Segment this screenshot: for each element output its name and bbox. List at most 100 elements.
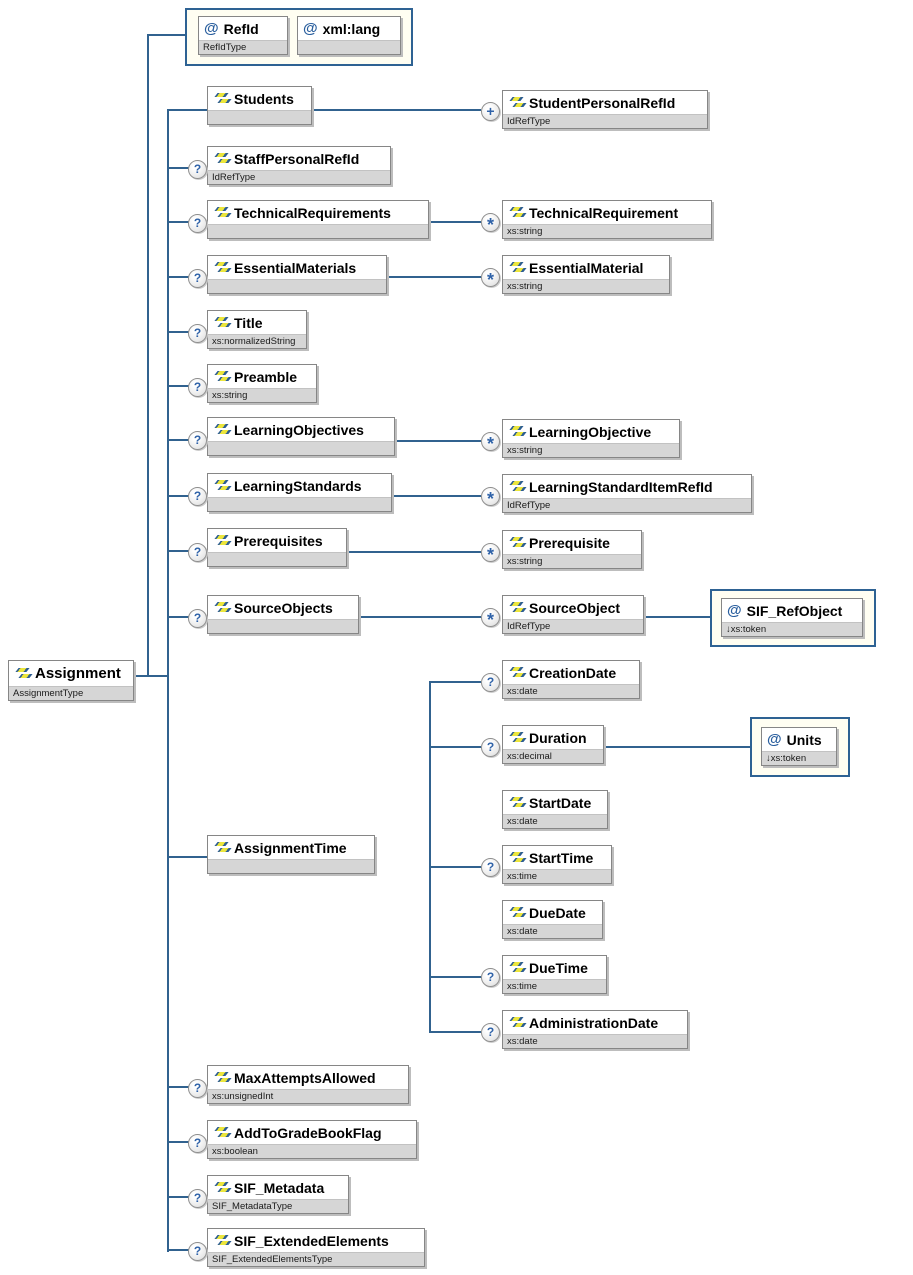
element-label: AssignmentTime xyxy=(234,839,347,856)
element-label: Prerequisites xyxy=(234,532,323,549)
element-box-assignment[interactable]: Assignment AssignmentType xyxy=(8,660,134,701)
one-or-more-icon: + xyxy=(481,102,500,121)
element-label: DueTime xyxy=(529,959,588,976)
element-box-starttime[interactable]: StartTime xs:time xyxy=(502,845,612,884)
element-type: SIF_MetadataType xyxy=(208,1199,348,1213)
repeating-icon: * xyxy=(481,268,500,290)
element-type: xs:string xyxy=(503,279,669,293)
element-box-preamble[interactable]: Preamble xs:string xyxy=(207,364,317,403)
connector-addtogradebookflag xyxy=(167,1141,189,1143)
element-box-learningstandards[interactable]: LearningStandards xyxy=(207,473,392,512)
attribute-type: ↓xs:token xyxy=(762,751,836,765)
element-box-duedate[interactable]: DueDate xs:date xyxy=(502,900,603,939)
element-type: IdRefType xyxy=(503,619,643,633)
connector-starttime xyxy=(429,866,481,868)
element-label: StudentPersonalRefId xyxy=(529,94,676,111)
element-box-duetime[interactable]: DueTime xs:time xyxy=(502,955,607,994)
element-icon xyxy=(508,731,527,744)
attribute-box-units[interactable]: @Units ↓xs:token xyxy=(761,727,837,766)
connector-duration xyxy=(429,746,481,748)
connector-trunk-attributes xyxy=(147,34,149,677)
element-icon xyxy=(508,666,527,679)
connector-title xyxy=(167,331,189,333)
connector-students xyxy=(167,109,207,111)
connector-administrationdate xyxy=(429,1031,481,1033)
element-box-learningobjectives[interactable]: LearningObjectives xyxy=(207,417,395,456)
element-type xyxy=(208,859,374,873)
element-box-prerequisite[interactable]: Prerequisite xs:string xyxy=(502,530,642,569)
optional-icon: ? xyxy=(188,378,207,397)
element-box-maxattemptsallowed[interactable]: MaxAttemptsAllowed xs:unsignedInt xyxy=(207,1065,409,1104)
element-icon xyxy=(213,1071,232,1084)
element-label: Students xyxy=(234,90,294,107)
connector-trunk-assignmenttime xyxy=(429,681,431,1033)
element-type: xs:date xyxy=(503,924,602,938)
optional-icon: ? xyxy=(188,1079,207,1098)
element-icon xyxy=(508,96,527,109)
element-type: xs:date xyxy=(503,1034,687,1048)
connector-essentialmaterials xyxy=(167,276,189,278)
element-type: IdRefType xyxy=(208,170,390,184)
connector-technicalrequirement xyxy=(427,221,481,223)
element-box-sifextendedelements[interactable]: SIF_ExtendedElements SIF_ExtendedElement… xyxy=(207,1228,425,1267)
attribute-box-refid[interactable]: @RefId RefIdType xyxy=(198,16,288,55)
optional-icon: ? xyxy=(481,858,500,877)
element-box-learningobjective[interactable]: LearningObjective xs:string xyxy=(502,419,680,458)
element-label: Title xyxy=(234,314,263,331)
optional-icon: ? xyxy=(188,160,207,179)
element-label: SIF_ExtendedElements xyxy=(234,1232,389,1249)
optional-icon: ? xyxy=(188,1242,207,1261)
element-label: Duration xyxy=(529,729,587,746)
element-box-sourceobject[interactable]: SourceObject IdRefType xyxy=(502,595,644,634)
element-type: xs:date xyxy=(503,684,639,698)
element-type: xs:date xyxy=(503,814,607,828)
element-icon xyxy=(213,1181,232,1194)
element-type: IdRefType xyxy=(503,114,707,128)
element-type xyxy=(208,619,358,633)
connector-trunk-children xyxy=(167,109,169,1252)
element-icon xyxy=(508,796,527,809)
element-box-title[interactable]: Title xs:normalizedString xyxy=(207,310,307,349)
attribute-label: Units xyxy=(786,731,822,748)
optional-icon: ? xyxy=(188,1189,207,1208)
element-box-studentpersonalrefid[interactable]: StudentPersonalRefId IdRefType xyxy=(502,90,708,129)
element-icon xyxy=(213,423,232,436)
repeating-icon: * xyxy=(481,213,500,235)
element-box-prerequisites[interactable]: Prerequisites xyxy=(207,528,347,567)
element-icon xyxy=(508,261,527,274)
element-box-addtogradebookflag[interactable]: AddToGradeBookFlag xs:boolean xyxy=(207,1120,417,1159)
repeating-icon: * xyxy=(481,487,500,509)
connector-creationdate xyxy=(429,681,481,683)
element-box-staffpersonalrefid[interactable]: StaffPersonalRefId IdRefType xyxy=(207,146,391,185)
attribute-box-sifrefobject[interactable]: @SIF_RefObject ↓xs:token xyxy=(721,598,863,637)
element-type: xs:string xyxy=(208,388,316,402)
attribute-label: SIF_RefObject xyxy=(746,602,843,619)
element-label: SourceObject xyxy=(529,599,621,616)
optional-icon: ? xyxy=(188,269,207,288)
element-box-technicalrequirement[interactable]: TechnicalRequirement xs:string xyxy=(502,200,712,239)
attribute-type: RefIdType xyxy=(199,40,287,54)
repeating-icon: * xyxy=(481,432,500,454)
element-icon xyxy=(213,479,232,492)
element-label: DueDate xyxy=(529,904,586,921)
element-box-assignmenttime[interactable]: AssignmentTime xyxy=(207,835,375,874)
element-box-sourceobjects[interactable]: SourceObjects xyxy=(207,595,359,634)
connector-learningobjectives xyxy=(167,439,189,441)
element-box-creationdate[interactable]: CreationDate xs:date xyxy=(502,660,640,699)
element-box-essentialmaterial[interactable]: EssentialMaterial xs:string xyxy=(502,255,670,294)
element-box-administrationdate[interactable]: AdministrationDate xs:date xyxy=(502,1010,688,1049)
attribute-box-xmllang[interactable]: @xml:lang xyxy=(297,16,401,55)
element-box-technicalrequirements[interactable]: TechnicalRequirements xyxy=(207,200,429,239)
element-label: Assignment xyxy=(35,665,121,682)
element-box-startdate[interactable]: StartDate xs:date xyxy=(502,790,608,829)
attribute-type xyxy=(298,40,400,54)
element-box-students[interactable]: Students xyxy=(207,86,312,125)
element-type: xs:string xyxy=(503,224,711,238)
element-box-essentialmaterials[interactable]: EssentialMaterials xyxy=(207,255,387,294)
element-box-sifmetadata[interactable]: SIF_Metadata SIF_MetadataType xyxy=(207,1175,349,1214)
connector-essentialmaterial xyxy=(385,276,481,278)
element-box-learningstandarditemrefid[interactable]: LearningStandardItemRefId IdRefType xyxy=(502,474,752,513)
element-box-duration[interactable]: Duration xs:decimal xyxy=(502,725,604,764)
element-icon xyxy=(213,841,232,854)
